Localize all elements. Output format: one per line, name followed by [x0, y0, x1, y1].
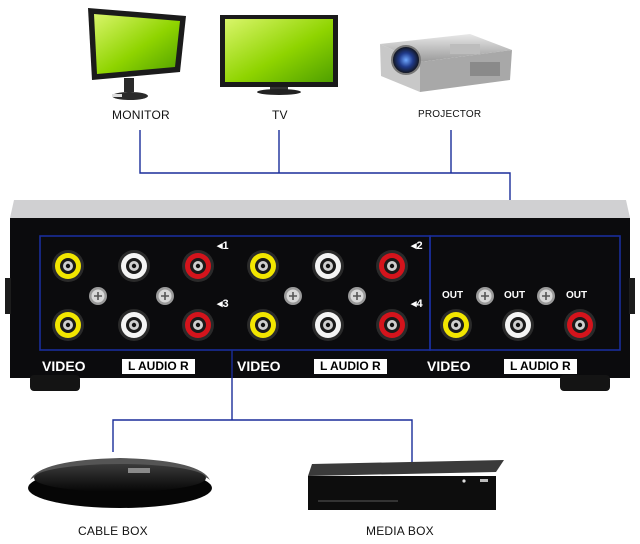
out-label-audio-left: OUT — [504, 290, 526, 301]
jack-input-2-audio-right — [376, 250, 408, 282]
jack-input-1-audio-left — [118, 250, 150, 282]
jack-input-3-audio-left — [118, 309, 150, 341]
tv-icon — [220, 15, 338, 95]
jack-input-4-audio-left — [312, 309, 344, 341]
video-label-inputs-1-3: VIDEO — [42, 358, 86, 374]
port-number-3: ◂3 — [217, 298, 229, 310]
cable-box-icon — [28, 458, 212, 508]
jack-input-3-audio-right — [182, 309, 214, 341]
screw-4 — [348, 287, 366, 305]
jack-input-2-audio-left — [312, 250, 344, 282]
out-label-audio-right: OUT — [566, 290, 588, 301]
jack-input-3-video — [52, 309, 84, 341]
audio-label-output: L AUDIO R — [504, 359, 577, 374]
screw-5 — [476, 287, 494, 305]
jack-input-1-audio-right — [182, 250, 214, 282]
rca-jacks — [52, 250, 596, 341]
cable-box-label: CABLE BOX — [78, 524, 148, 538]
tv-label: TV — [272, 108, 288, 122]
monitor-label: MONITOR — [112, 108, 170, 122]
jack-input-4-audio-right — [376, 309, 408, 341]
jack-input-2-video — [247, 250, 279, 282]
screw-1 — [89, 287, 107, 305]
video-label-output: VIDEO — [427, 358, 471, 374]
audio-label-inputs-1-3: L AUDIO R — [122, 359, 195, 374]
screw-6 — [537, 287, 555, 305]
port-number-4: ◂4 — [411, 298, 423, 310]
port-number-1: ◂1 — [217, 240, 229, 252]
av-switch-box — [5, 200, 635, 391]
out-label-video: OUT — [442, 290, 464, 301]
jack-output-audio-left — [502, 309, 534, 341]
video-label-inputs-2-4: VIDEO — [237, 358, 281, 374]
screw-3 — [284, 287, 302, 305]
jack-input-1-video — [52, 250, 84, 282]
screw-2 — [156, 287, 174, 305]
media-box-icon — [308, 460, 504, 510]
jack-output-video — [440, 309, 472, 341]
projector-icon — [380, 34, 512, 92]
input-port-groups — [39, 235, 621, 351]
audio-label-inputs-2-4: L AUDIO R — [314, 359, 387, 374]
jack-output-audio-right — [564, 309, 596, 341]
monitor-icon — [88, 8, 186, 100]
media-box-label: MEDIA BOX — [366, 524, 434, 538]
projector-label: PROJECTOR — [418, 109, 482, 120]
port-number-2: ◂2 — [411, 240, 423, 252]
jack-input-4-video — [247, 309, 279, 341]
input-connection-lines — [112, 350, 413, 462]
